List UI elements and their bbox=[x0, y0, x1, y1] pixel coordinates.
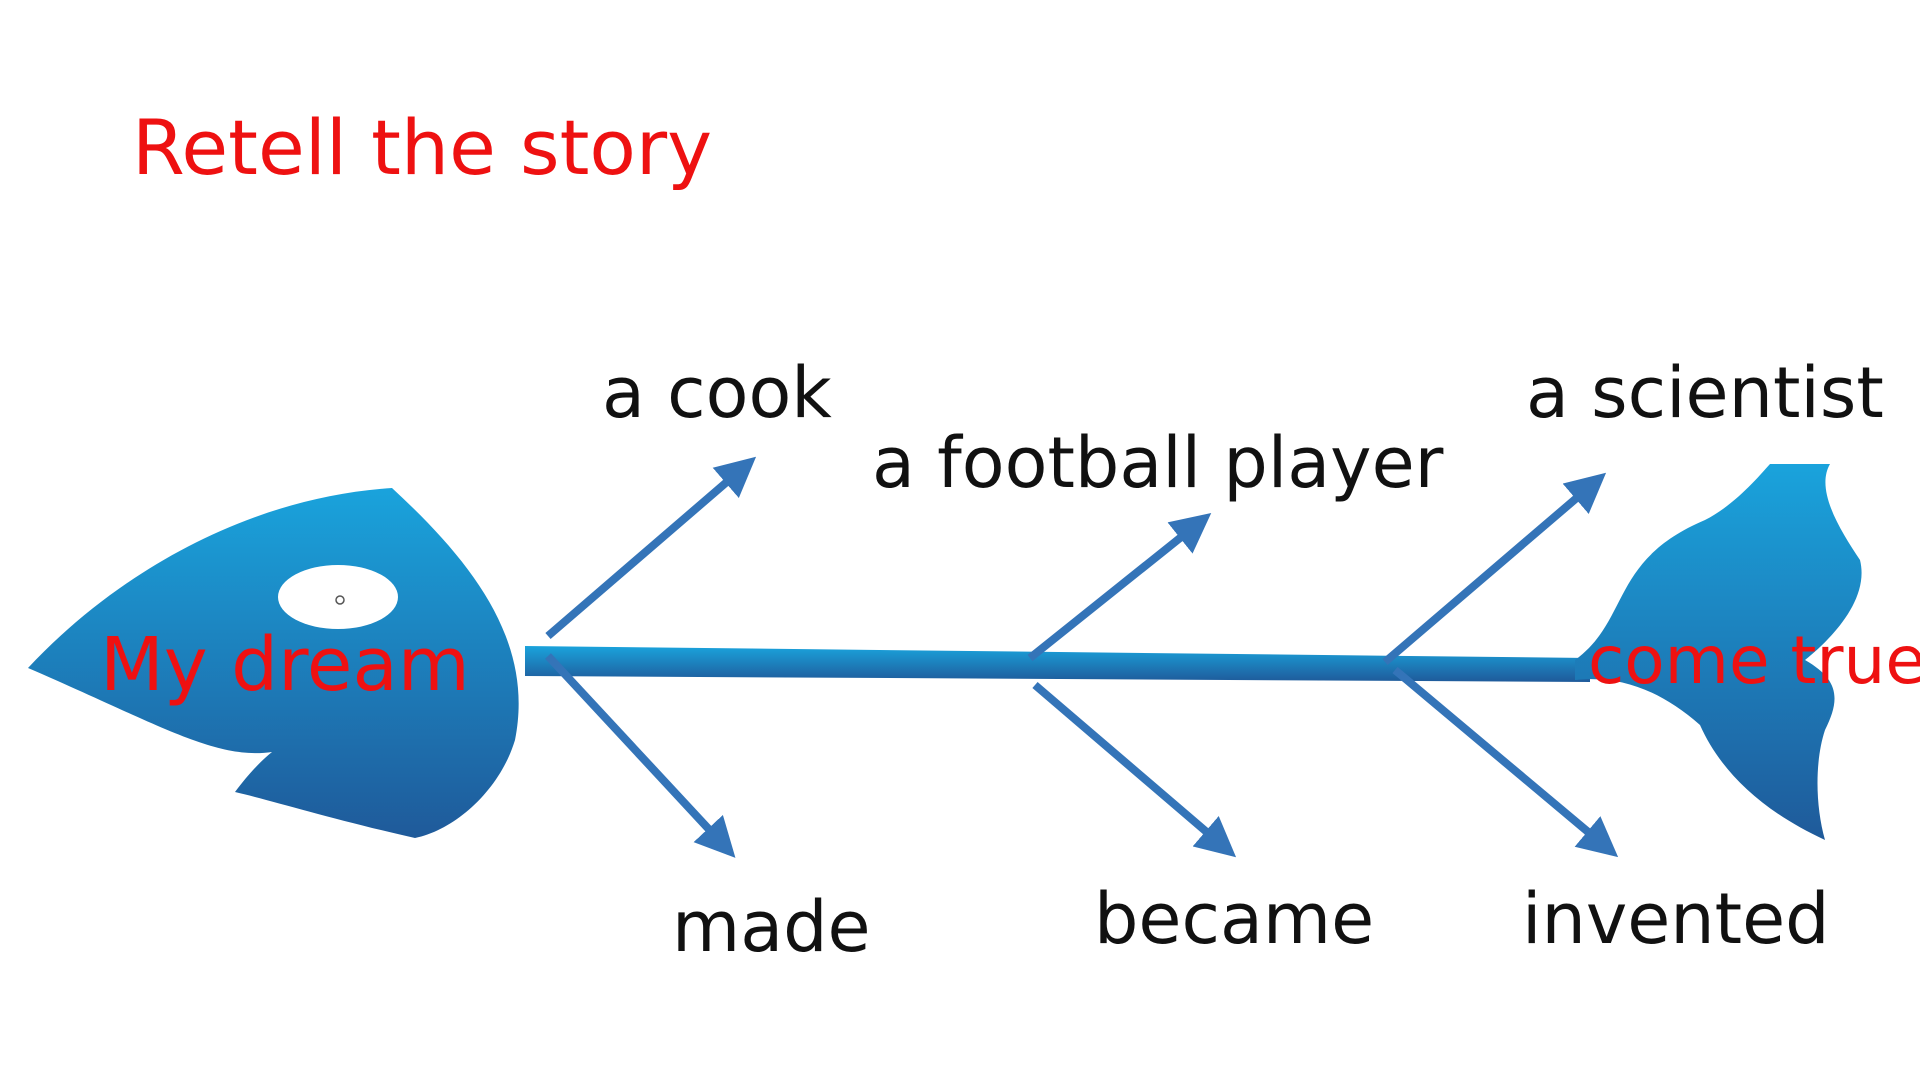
branch-arrows bbox=[545, 456, 1619, 858]
page-title: Retell the story bbox=[132, 103, 713, 192]
fish-spine bbox=[525, 646, 1590, 682]
arrow-a-cook bbox=[545, 456, 757, 640]
branch-label-made: made bbox=[672, 886, 871, 968]
branch-label-a-scientist: a scientist bbox=[1526, 352, 1884, 434]
arrow-a-scientist bbox=[1382, 472, 1607, 666]
branch-label-a-cook: a cook bbox=[602, 352, 832, 434]
fish-head bbox=[28, 488, 519, 838]
fish-tail-label: come true bbox=[1588, 622, 1920, 699]
fish-pupil bbox=[335, 595, 345, 605]
arrow-a-football-player bbox=[1027, 513, 1212, 662]
arrow-made bbox=[545, 653, 736, 858]
branch-label-became: became bbox=[1094, 878, 1375, 960]
branch-label-invented: invented bbox=[1522, 878, 1830, 960]
fish-head-label: My dream bbox=[100, 622, 470, 708]
arrow-became bbox=[1032, 681, 1237, 858]
fish-tail bbox=[1575, 464, 1862, 840]
arrow-invented bbox=[1392, 666, 1619, 858]
branch-label-a-football-player: a football player bbox=[872, 422, 1444, 504]
